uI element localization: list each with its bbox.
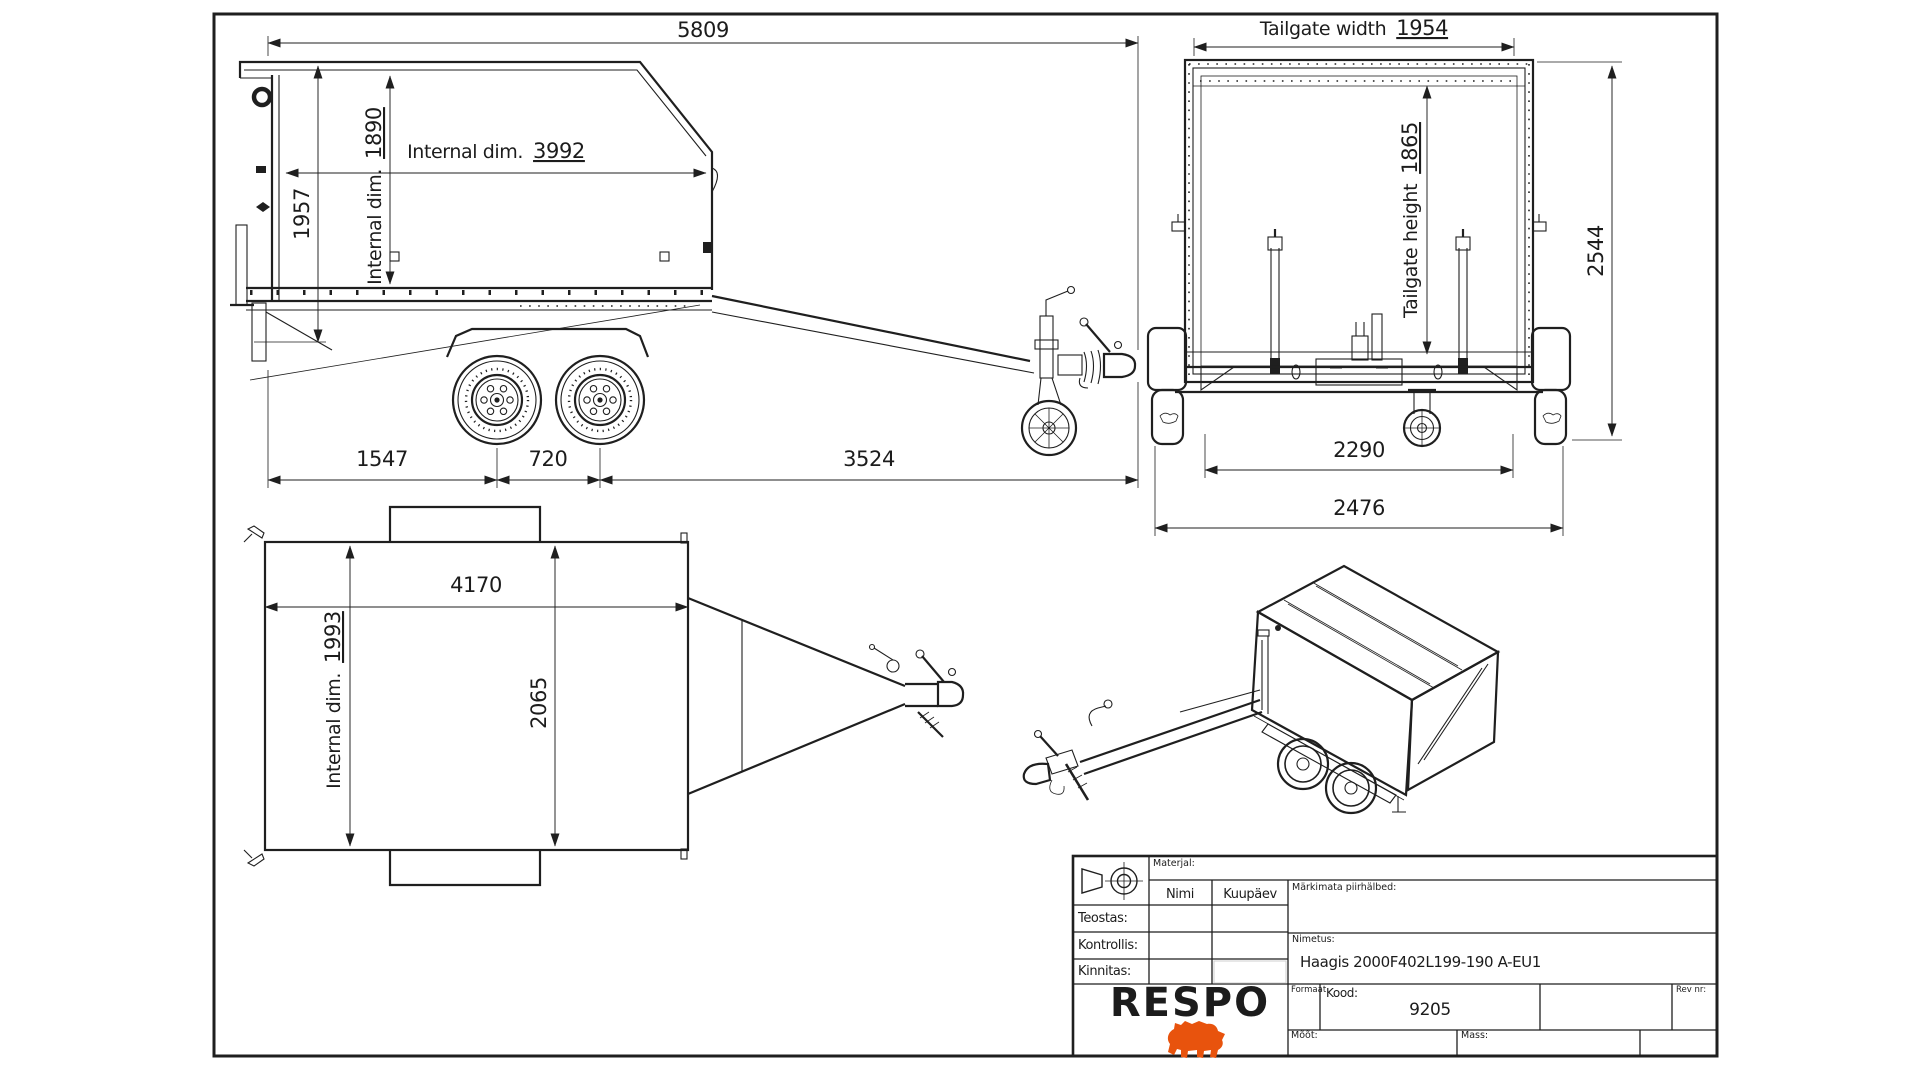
dim-rear-to-axle: 1547: [356, 447, 408, 471]
top-view-dimensions: 4170 Internal dim.1993 2065: [264, 545, 689, 847]
mudguard-right: [1530, 326, 1572, 446]
dim-axle-spacing: 720: [529, 447, 568, 471]
markimata-label: Märkimata piirhälbed:: [1292, 882, 1396, 893]
mass-label: Mass:: [1461, 1030, 1488, 1041]
dim-rear-overall-height: 2544: [1584, 225, 1608, 277]
rev-label: Rev nr:: [1676, 985, 1706, 995]
dim-top-overall-width: 2065: [527, 677, 551, 729]
dim-rear-overall-width: 2476: [1333, 496, 1385, 520]
roof-vent: [251, 86, 273, 108]
respo-logo-text: RESPO: [1110, 980, 1270, 1026]
kinnitas-label: Kinnitas:: [1078, 964, 1131, 979]
nimetus-label: Nimetus:: [1292, 934, 1335, 945]
top-view: 4170 Internal dim.1993 2065: [243, 505, 965, 887]
jockey-caster-wheel: [1402, 388, 1442, 448]
dim-rear-inner-width: 2290: [1333, 438, 1385, 462]
respo-bull-icon: [1167, 1021, 1225, 1058]
dim-platform-length: 4170: [450, 573, 502, 597]
moot-label: Mõõt:: [1291, 1030, 1318, 1041]
dim-internal-height: Internal dim.1890: [362, 107, 386, 285]
dim-overall-length: 5809: [677, 18, 729, 42]
kontrollis-label: Kontrollis:: [1078, 938, 1138, 953]
iso-wheels: [1276, 737, 1378, 815]
jockey-wheel: [1020, 285, 1078, 457]
materjal-label: Materjal:: [1153, 858, 1195, 869]
formaat-label: Formaat: [1291, 985, 1327, 995]
top-view-drawbar: [687, 596, 965, 796]
dim-top-internal-width: Internal dim.1993: [321, 611, 345, 789]
iso-drawbar: [1022, 689, 1263, 801]
dim-tailgate-height: Tailgate height1865: [1398, 122, 1422, 319]
side-wheel-front: [554, 354, 646, 446]
respo-logo: RESPO: [1110, 980, 1270, 1058]
coupling-head: [1057, 317, 1137, 389]
isometric-view: [1022, 564, 1501, 815]
side-fender: [445, 327, 650, 358]
sheet-border-frame: [212, 12, 1719, 1058]
teostas-label: Teostas:: [1077, 911, 1127, 926]
license-plate-holder: [1315, 358, 1403, 386]
mudguard-left: [1146, 326, 1188, 446]
nimi-label: Nimi: [1166, 887, 1194, 902]
dim-axle-to-coupling: 3524: [843, 447, 895, 471]
side-view: 5809 Internal dim.3992 Internal dim.1890…: [230, 18, 1139, 488]
projection-symbol-icon: [1081, 862, 1143, 900]
title-block: Materjal: Nimi Kuupäev Teostas: Kontroll…: [1071, 854, 1719, 1058]
nimetus-value: Haagis 2000F402L199-190 A-EU1: [1300, 953, 1541, 971]
kood-value: 9205: [1409, 1000, 1451, 1020]
kood-label: Kood:: [1326, 986, 1358, 1000]
dim-rear-height: 1957: [290, 188, 314, 240]
kuupaev-label: Kuupäev: [1223, 887, 1277, 902]
side-wheel-rear: [451, 354, 543, 446]
dim-internal-length: Internal dim.3992: [407, 139, 585, 163]
side-view-dimensions: 5809 Internal dim.3992 Internal dim.1890…: [240, 18, 1139, 488]
